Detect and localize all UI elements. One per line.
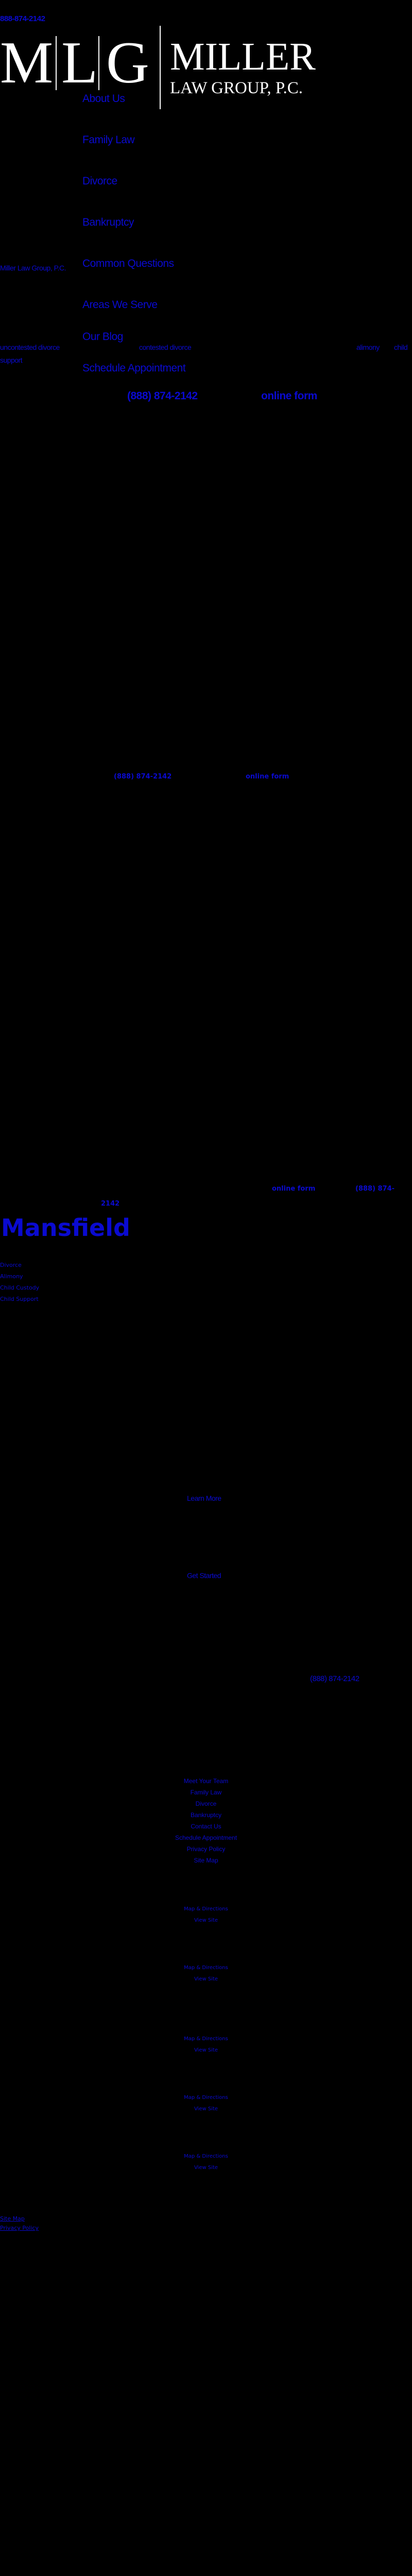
nav-divorce[interactable]: Divorce — [82, 175, 117, 187]
service-divorce-link[interactable]: Divorce — [0, 1262, 22, 1268]
nav-common-questions[interactable]: Common Questions — [82, 258, 174, 269]
footer-divorce[interactable]: Divorce — [195, 1800, 217, 1807]
office-site-link[interactable]: View Site — [194, 1976, 218, 1982]
firm-link[interactable]: Miller Law Group, P.C. — [0, 264, 66, 272]
footer-site-map[interactable]: Site Map — [194, 1857, 218, 1864]
footer-contact-us[interactable]: Contact Us — [191, 1823, 221, 1830]
footer-bankruptcy[interactable]: Bankruptcy — [190, 1811, 222, 1819]
child-support-link[interactable]: support — [0, 356, 23, 364]
nav-about-us[interactable]: About Us — [82, 93, 125, 105]
contested-divorce-link[interactable]: contested divorce — [139, 343, 192, 351]
logo-divider — [56, 36, 57, 90]
nav-bankruptcy[interactable]: Bankruptcy — [82, 216, 134, 228]
office-site-link[interactable]: View Site — [194, 2165, 218, 2171]
alimony-link[interactable]: alimony — [356, 343, 380, 351]
child-support-link[interactable]: child — [394, 343, 408, 351]
logo-name: MILLER — [170, 35, 316, 78]
footer-privacy-policy[interactable]: Privacy Policy — [186, 1845, 226, 1853]
get-started-button[interactable]: Get Started — [187, 1571, 221, 1580]
footer-schedule-appointment[interactable]: Schedule Appointment — [175, 1834, 237, 1841]
learn-more-button[interactable]: Learn More — [187, 1494, 221, 1502]
service-child-support-link[interactable]: Child Support — [0, 1296, 39, 1302]
nav-areas-we-serve[interactable]: Areas We Serve — [82, 299, 158, 311]
location-heading: Mansfield — [1, 1214, 130, 1242]
uncontested-divorce-link[interactable]: uncontested divorce — [0, 343, 60, 351]
cta-online-form-link[interactable]: online form — [246, 773, 289, 781]
office-map-link[interactable]: Map & Directions — [184, 1906, 228, 1912]
office-map-link[interactable]: Map & Directions — [184, 2095, 228, 2100]
logo-divider — [160, 26, 161, 109]
logo-subtitle: LAW GROUP, P.C. — [170, 79, 303, 97]
header-phone-link[interactable]: 888-874-2142 — [0, 14, 45, 23]
footer-meet-your-team[interactable]: Meet Your Team — [183, 1777, 229, 1785]
cta-phone-link[interactable]: 2142 — [101, 1200, 120, 1208]
nav-our-blog[interactable]: Our Blog — [82, 331, 123, 343]
bottom-site-map-link[interactable]: Site Map — [0, 2215, 25, 2222]
cta-phone-link[interactable]: (888) 874-2142 — [127, 390, 198, 402]
office-site-link[interactable]: View Site — [194, 2047, 218, 2053]
nav-family-law[interactable]: Family Law — [82, 134, 135, 146]
cta-phone-link[interactable]: (888) 874-2142 — [114, 773, 172, 781]
footer-phone-link[interactable]: (888) 874-2142 — [310, 1674, 359, 1683]
office-map-link[interactable]: Map & Directions — [184, 2036, 228, 2042]
cta-phone-link[interactable]: (888) 874- — [355, 1185, 395, 1193]
service-child-custody-link[interactable]: Child Custody — [0, 1284, 40, 1291]
office-map-link[interactable]: Map & Directions — [184, 1965, 228, 1971]
service-alimony-link[interactable]: Alimony — [0, 1273, 23, 1280]
nav-schedule-appointment[interactable]: Schedule Appointment — [82, 362, 186, 374]
footer-family-law[interactable]: Family Law — [190, 1789, 222, 1796]
office-map-link[interactable]: Map & Directions — [184, 2154, 228, 2159]
logo-divider — [98, 36, 99, 90]
office-site-link[interactable]: View Site — [194, 2106, 218, 2112]
office-site-link[interactable]: View Site — [194, 1918, 218, 1923]
cta-online-form-link[interactable]: online form — [261, 390, 317, 402]
cta-online-form-link[interactable]: online form — [272, 1185, 316, 1193]
bottom-privacy-policy-link[interactable]: Privacy Policy — [0, 2225, 39, 2231]
